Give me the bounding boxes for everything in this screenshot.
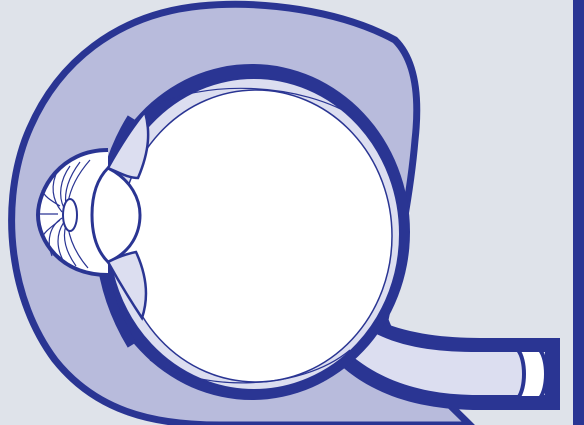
pupil [63, 199, 77, 231]
right-edge-bar [573, 0, 584, 425]
vitreous-body [120, 90, 392, 382]
optic-nerve-end [518, 350, 546, 398]
